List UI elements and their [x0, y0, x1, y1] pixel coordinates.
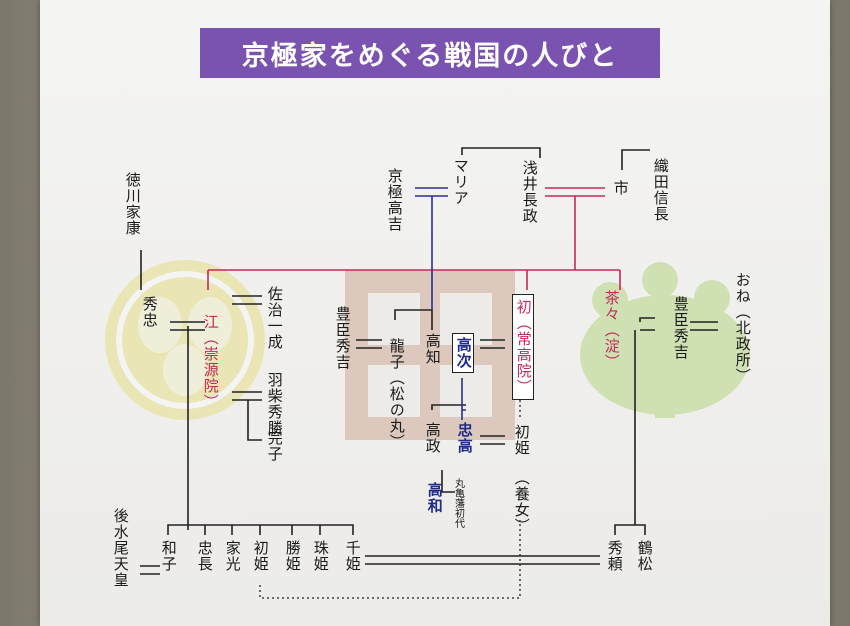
person-kazuko: 和子	[159, 540, 178, 572]
person-takakazu: 高和	[425, 482, 444, 514]
tatsuko-name: 龍子	[387, 338, 406, 370]
person-hatsu: 初（常高院）	[512, 294, 534, 400]
person-senhime: 千姫	[343, 540, 362, 572]
person-takatomo: 高知	[423, 333, 442, 365]
person-maria: マリア	[451, 158, 470, 206]
person-hashiba-hidekatsu: 羽柴秀勝	[265, 372, 284, 436]
person-toyotomi-hideyoshi-right: 豊臣秀吉	[671, 296, 690, 360]
kyogoku-crest-icon	[345, 270, 515, 440]
one-name: おね	[733, 272, 752, 304]
hatsu-title: （常高院）	[514, 315, 533, 395]
person-saji-kazunari: 佐治一成	[265, 286, 284, 350]
person-toyotomi-hideyoshi-left: 豊臣秀吉	[333, 306, 352, 370]
chacha-name: 茶々	[602, 290, 621, 322]
person-hideyori: 秀頼	[605, 540, 624, 572]
board-title: 京極家をめぐる戦国の人びと	[241, 40, 619, 72]
person-sadako: 完子	[265, 430, 284, 462]
person-oda-nobunaga: 織田信長	[651, 158, 670, 222]
toyotomi-crest-icon	[580, 262, 750, 418]
person-tamahime: 珠姫	[311, 540, 330, 572]
person-katsuhime: 勝姫	[283, 540, 302, 572]
person-takamasa: 高政	[423, 422, 442, 454]
person-one: おね（北政所）	[733, 272, 752, 384]
person-tadanaga: 忠長	[195, 540, 214, 572]
person-tatsuko: 龍子（松の丸）	[387, 338, 406, 450]
one-title: （北政所）	[733, 304, 752, 384]
tatsuko-title: （松の丸）	[387, 370, 406, 450]
person-tadataka: 忠高	[455, 422, 474, 454]
note-marugame-first: 丸亀藩初代	[452, 478, 464, 528]
chacha-title: （淀）	[602, 322, 621, 370]
title-banner: 京極家をめぐる戦国の人びと	[200, 28, 660, 78]
tokugawa-crest-icon	[105, 260, 265, 420]
person-hidetada: 秀忠	[140, 296, 159, 328]
person-takatsugu: 高次	[452, 333, 474, 373]
go-title: （崇源院）	[201, 330, 220, 410]
person-gomizunoo: 後水尾天皇	[111, 508, 130, 588]
person-azai-nagamasa: 浅井長政	[520, 160, 539, 224]
person-tsurumatsu: 鶴松	[635, 540, 654, 572]
person-iemitsu: 家光	[223, 540, 242, 572]
person-chacha: 茶々（淀）	[602, 290, 621, 370]
go-name: 江	[201, 314, 220, 330]
person-hatsuhime: 初姫	[512, 424, 531, 456]
person-ichi: 市	[611, 180, 630, 196]
person-hatsuhime-child: 初姫	[251, 540, 270, 572]
note-adopted: （養女）	[512, 470, 531, 534]
person-kyogoku-takayoshi: 京極高吉	[385, 168, 404, 232]
person-go: 江（崇源院）	[201, 314, 220, 410]
hatsu-name: 初	[514, 299, 533, 315]
person-tokugawa-ieyasu: 徳川家康	[123, 172, 142, 236]
